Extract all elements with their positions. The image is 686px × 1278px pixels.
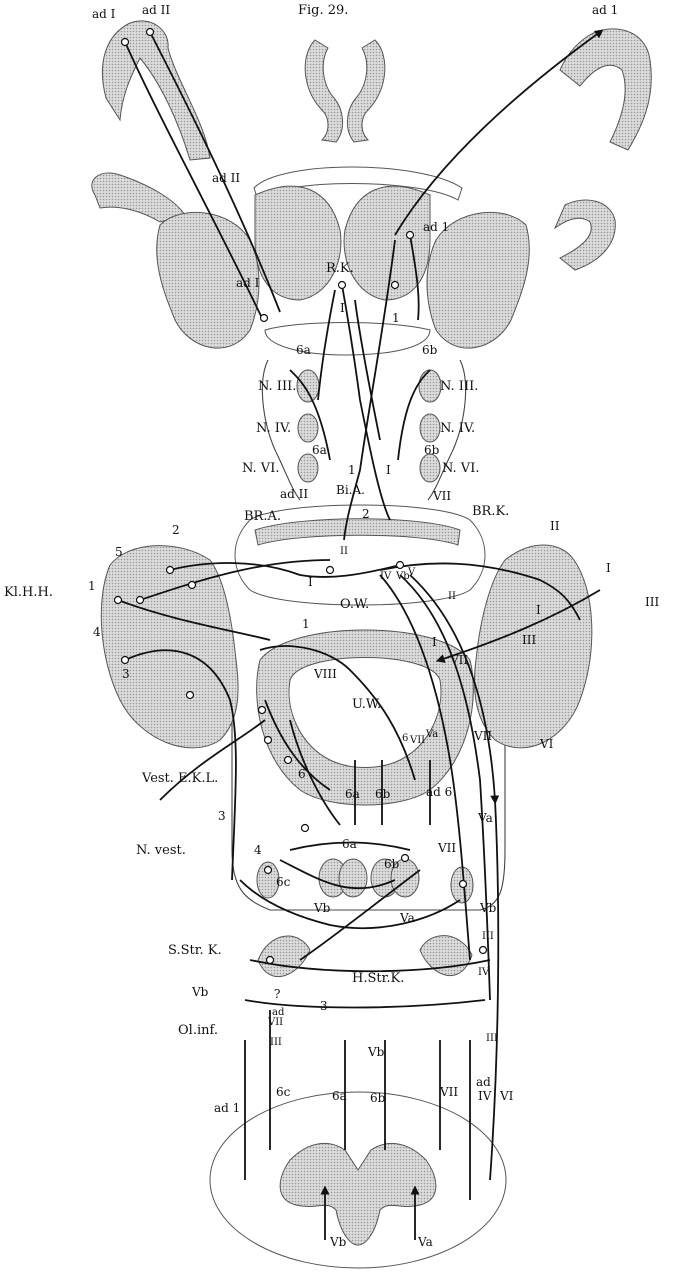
label-uw: U.W. [352,698,381,711]
label-ad-I: ad I [92,8,115,21]
label-6b-top: 6b [422,344,437,357]
label-III-rm: III [522,634,536,647]
label-6a-m2: 6a [342,838,357,851]
label-6c: 6c [276,876,290,889]
label-ad-1-mid: ad 1 [423,221,449,234]
spinal-cord [210,1092,506,1268]
label-III-o: III [270,1036,282,1049]
label-1-center: 1 [302,618,310,631]
label-brk: BR.K. [472,505,509,518]
label-ad-1: ad 1 [592,4,618,17]
label-2-left: 2 [172,524,180,537]
label-I-right2: I [536,604,541,617]
label-V-center: V [408,566,415,579]
label-Va-u: Va [426,728,438,741]
label-III-o2: III [486,1032,498,1045]
label-IV-low: IV [478,1090,491,1103]
label-Va-cord: Va [418,1236,433,1249]
label-6b-mid: 6b [424,444,439,457]
label-VII-u: VII [410,734,425,747]
label-vest-ekl: Vest. E.K.L. [142,772,218,785]
label-n4-right: N. IV. [440,422,475,435]
label-ad-II-mid: ad II [212,172,240,185]
label-1-b: 1 [348,464,356,477]
label-n3-right: N. III. [440,380,478,393]
label-I-b: I [386,464,391,477]
label-VII-m2: VII [438,842,456,855]
label-5-left: 5 [115,546,123,559]
label-6a-m: 6a [345,788,360,801]
label-klhh: Kl.H.H. [4,586,53,599]
label-bra: BR.A. [244,510,281,523]
label-II-center2: II [448,590,456,603]
label-q: ? [274,988,280,1001]
label-6-u: 6 [402,732,408,745]
label-olinf: Ol.inf. [178,1024,218,1037]
label-Vb-m: Vb [314,902,330,915]
label-4-m: 4 [254,844,262,857]
label-rk: R.K. [326,262,354,275]
label-ad1-low: ad 1 [214,1102,240,1115]
label-I-a: I [340,302,345,315]
label-3-m: 3 [218,810,226,823]
label-VII-r2: VII [474,730,492,743]
cortex-left [92,21,210,222]
label-IV-center: IV [380,570,391,583]
cortex-right [555,29,651,270]
label-6a-low: 6a [332,1090,347,1103]
label-VI-r: VI [540,738,553,751]
label-Va-m: Va [478,812,493,825]
label-II-center: II [340,545,348,558]
label-Va-m2: Va [400,912,415,925]
label-3-left: 3 [122,668,130,681]
label-VII-rm: VII [450,654,468,667]
label-ad-o: ad [272,1006,284,1019]
label-II-right: II [550,520,559,533]
label-6a-mid: 6a [312,444,327,457]
label-6b-low: 6b [370,1092,385,1105]
label-n4-left: N. IV. [256,422,291,435]
label-VIII: VIII [314,668,337,681]
label-ad-I-mid: ad I [236,277,259,290]
label-n3-left: N. III. [258,380,296,393]
label-VII-low: VII [440,1086,458,1099]
label-Vb-l: Vb [192,986,208,999]
label-I-center: I [308,576,313,589]
label-hstrk: H.Str.K. [352,972,404,985]
label-Vb-b: Vb [368,1046,384,1059]
label-2-c: 2 [362,508,370,521]
label-IV-x: IV [478,966,489,979]
label-3-lo: 3 [320,1000,328,1013]
medulla [257,630,474,977]
midline-gyri [305,40,385,142]
label-ad6: ad 6 [426,786,452,799]
label-1-a: 1 [392,312,400,325]
label-ad-II-low: ad II [280,488,308,501]
label-sstrk: S.Str. K. [168,944,222,957]
label-VII-a: VII [433,490,451,503]
label-I-right: I [606,562,611,575]
label-VI-low: VI [500,1090,513,1103]
label-6-m: 6 [298,768,306,781]
label-nvest: N. vest. [136,844,186,857]
figure-caption: Fig. 29. [298,4,348,17]
label-6c-low: 6c [276,1086,290,1099]
label-I-rm: I [432,636,437,649]
label-ad-low: ad [476,1076,491,1089]
label-6b-m: 6b [375,788,390,801]
label-Vb-cord: Vb [330,1236,346,1249]
label-6b-m2: 6b [384,858,399,871]
label-n6-right: N. VI. [442,462,479,475]
label-ad-II: ad II [142,4,170,17]
label-ow: O.W. [340,598,369,611]
label-4-left: 4 [93,626,101,639]
label-bia: Bi.A. [336,484,365,497]
label-III-x: III [482,930,494,943]
label-6a-top: 6a [296,344,311,357]
label-III-right: III [645,596,659,609]
label-n6-left: N. VI. [242,462,279,475]
label-1-left: 1 [88,580,96,593]
label-Vb-r: Vb [480,902,496,915]
